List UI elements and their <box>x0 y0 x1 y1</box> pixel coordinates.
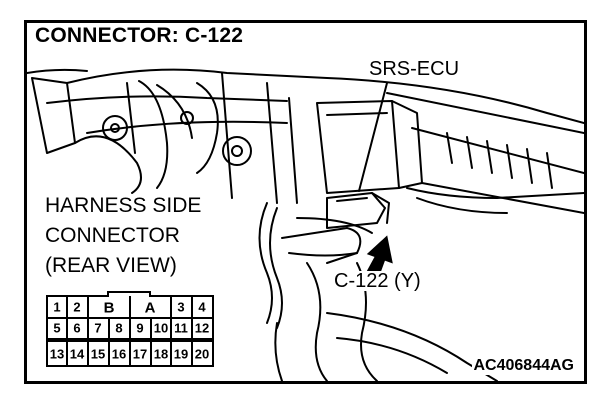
harness-caption-line-1: HARNESS SIDE <box>45 194 202 217</box>
pin-label: 18 <box>154 347 168 362</box>
pin-label: 14 <box>70 347 85 362</box>
pin-label: 17 <box>133 347 147 362</box>
connector-pin-diagram: 1 2 B A 3 4 5 6 7 8 9 10 11 12 13 14 15 … <box>46 291 214 367</box>
pin-label: 19 <box>174 347 188 362</box>
pin-label: 15 <box>91 347 105 362</box>
pin-label: 9 <box>136 321 143 336</box>
pin-label: 5 <box>53 321 60 336</box>
pin-label: 8 <box>115 321 122 336</box>
pin-label: 12 <box>195 321 209 336</box>
harness-caption-line-3: (REAR VIEW) <box>45 254 177 277</box>
srs-ecu-label: SRS-ECU <box>367 58 462 80</box>
harness-side-caption: HARNESS SIDE CONNECTOR (REAR VIEW) <box>43 191 203 281</box>
pin-label: 20 <box>195 347 209 362</box>
pin-label: 13 <box>50 347 64 362</box>
diagram-frame: CONNECTOR: C-122 SRS-ECU C-122 (Y) HARNE… <box>24 20 587 384</box>
pin-label: 11 <box>174 321 188 336</box>
pin-label: 1 <box>53 300 60 315</box>
pin-label: A <box>145 300 156 317</box>
pin-label: 7 <box>94 321 101 336</box>
vehicle-illustration <box>27 68 584 381</box>
connector-id-label: C-122 (Y) <box>332 270 423 292</box>
figure-code: AC406844AG <box>471 357 576 375</box>
pin-label: 4 <box>198 300 206 315</box>
pin-label: 3 <box>177 300 184 315</box>
pin-label: B <box>104 300 115 317</box>
pin-label: 2 <box>73 300 80 315</box>
page-title: CONNECTOR: C-122 <box>33 24 248 50</box>
pin-label: 16 <box>112 347 126 362</box>
pin-label: 10 <box>154 321 168 336</box>
harness-caption-line-2: CONNECTOR <box>45 224 180 247</box>
pin-label: 6 <box>73 321 80 336</box>
